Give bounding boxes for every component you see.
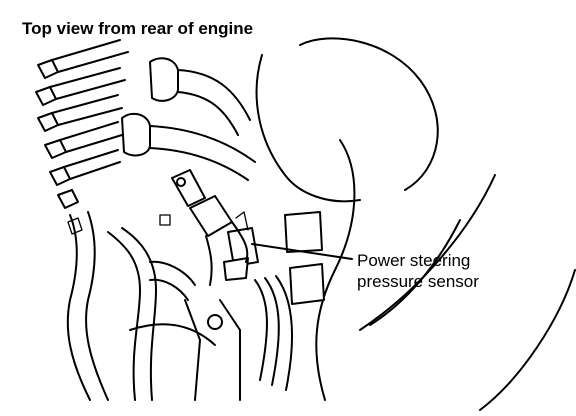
- lower-pipes: [66, 211, 241, 401]
- large-round-component: [255, 37, 576, 411]
- coil-connectors: [35, 39, 129, 209]
- harness-connectors: [254, 211, 325, 391]
- callout-line-2: pressure sensor: [357, 272, 479, 291]
- upper-hoses: [121, 57, 256, 181]
- callout-leader-line: [251, 243, 353, 260]
- pressure-sensor-assembly: [171, 169, 259, 286]
- callout-label: Power steering pressure sensor: [357, 250, 479, 292]
- callout-line-1: Power steering: [357, 251, 471, 270]
- diagram-title: Top view from rear of engine: [22, 19, 254, 38]
